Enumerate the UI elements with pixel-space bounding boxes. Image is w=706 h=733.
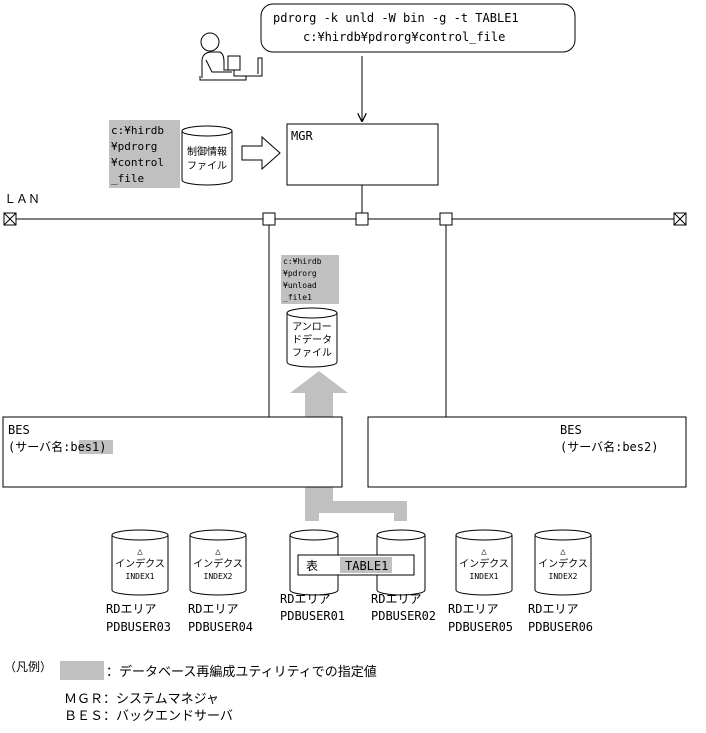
index-word: インデクス	[538, 557, 588, 570]
rd-area-name: PDBUSER04	[188, 620, 253, 634]
control-file-cylinder: 制御情報 ファイル	[181, 125, 233, 186]
unload-file-label: ドデータ	[292, 333, 332, 346]
control-path-line: _file	[111, 172, 144, 185]
bes2-server: (サーバ名:bes2)	[560, 439, 658, 454]
lan-node	[439, 212, 453, 226]
legend-title: （凡例）	[4, 660, 52, 674]
unload-file-label: アンロー	[292, 322, 332, 333]
rd-area-name: PDBUSER06	[528, 620, 593, 634]
index-name: INDEX2	[549, 572, 578, 581]
rd-area-disks: △ インデクス INDEX1 △ インデクス INDEX2 表 TABLE1	[106, 529, 593, 634]
bes1-server: (サーバ名:bes1)	[8, 439, 106, 454]
index-name: INDEX1	[470, 572, 499, 581]
user-icon	[199, 32, 263, 81]
bes1-title: BES	[8, 423, 30, 437]
rd-area-label: RDエリア	[280, 592, 330, 606]
control-file-path: c:¥hirdb ¥pdrorg ¥control _file	[109, 120, 180, 188]
lan-terminator-right	[673, 212, 687, 226]
control-file-arrow	[241, 135, 281, 171]
table-label: 表 TABLE1	[297, 554, 415, 576]
table-name: TABLE1	[345, 559, 388, 573]
rd-area-name: PDBUSER02	[371, 609, 436, 623]
table-word: 表	[306, 559, 318, 573]
rd-area-label: RDエリア	[448, 602, 498, 616]
index-symbol: △	[137, 547, 143, 557]
control-path-line: ¥pdrorg	[111, 140, 157, 153]
index-disk: △ インデクス INDEX2	[534, 529, 592, 596]
unload-file-path: c:¥hirdb ¥pdrorg ¥unload _file1	[281, 255, 339, 304]
index-disk: △ インデクス INDEX1	[111, 529, 169, 596]
index-word: インデクス	[193, 557, 243, 570]
command-line-1: pdrorg -k unld -W bin -g -t TABLE1	[273, 11, 519, 25]
index-disk: △ インデクス INDEX1	[455, 529, 513, 596]
unload-file-cylinder: アンロー ドデータ ファイル	[286, 307, 338, 368]
bes2-title: BES	[560, 423, 582, 437]
index-symbol: △	[560, 547, 566, 557]
index-word: インデクス	[459, 557, 509, 570]
index-symbol: △	[481, 547, 487, 557]
rd-area-name: PDBUSER01	[280, 609, 345, 623]
legend-mgr: ＭＧＲ：システムマネジャ	[64, 692, 219, 707]
legend-bes: ＢＥＳ：バックエンドサーバ	[64, 709, 233, 724]
command-line-2: c:¥hirdb¥pdrorg¥control_file	[303, 30, 505, 44]
unload-path-line: ¥unload	[283, 281, 317, 290]
lan-node	[262, 212, 276, 226]
rd-area-label: RDエリア	[371, 592, 421, 606]
rd-area-label: RDエリア	[106, 602, 156, 616]
lan-terminator-left	[3, 212, 17, 226]
rd-area-name: PDBUSER05	[448, 620, 513, 634]
control-path-line: c:¥hirdb	[111, 124, 164, 137]
unload-path-line: c:¥hirdb	[283, 257, 322, 266]
control-file-label: 制御情報	[187, 145, 227, 158]
index-name: INDEX2	[204, 572, 233, 581]
rd-area-label: RDエリア	[188, 602, 238, 616]
bes1-box: BES (サーバ名:bes1)	[2, 416, 343, 488]
legend-shade-text: ：データベース再編成ユティリティでの指定値	[106, 664, 377, 680]
lan-node	[355, 212, 369, 226]
index-symbol: △	[215, 547, 221, 557]
mgr-label: MGR	[291, 129, 313, 143]
control-file-label: ファイル	[187, 161, 227, 172]
index-disk: △ インデクス INDEX2	[189, 529, 247, 596]
index-word: インデクス	[115, 557, 165, 570]
legend-shade-swatch	[60, 661, 104, 680]
unload-file-label: ファイル	[292, 348, 332, 359]
control-path-line: ¥control	[111, 156, 164, 169]
unload-path-line: ¥pdrorg	[283, 269, 317, 278]
rd-area-name: PDBUSER03	[106, 620, 171, 634]
lan-label: ＬＡＮ	[4, 192, 40, 206]
index-name: INDEX1	[126, 572, 155, 581]
unload-path-line: _file1	[283, 293, 312, 302]
legend: （凡例） ：データベース再編成ユティリティでの指定値 ＭＧＲ：システムマネジャ …	[4, 660, 377, 724]
bes2-box: BES (サーバ名:bes2)	[367, 416, 687, 488]
mgr-box: MGR	[286, 123, 439, 186]
rd-area-label: RDエリア	[528, 602, 578, 616]
command-bubble: pdrorg -k unld -W bin -g -t TABLE1 c:¥hi…	[260, 3, 576, 53]
